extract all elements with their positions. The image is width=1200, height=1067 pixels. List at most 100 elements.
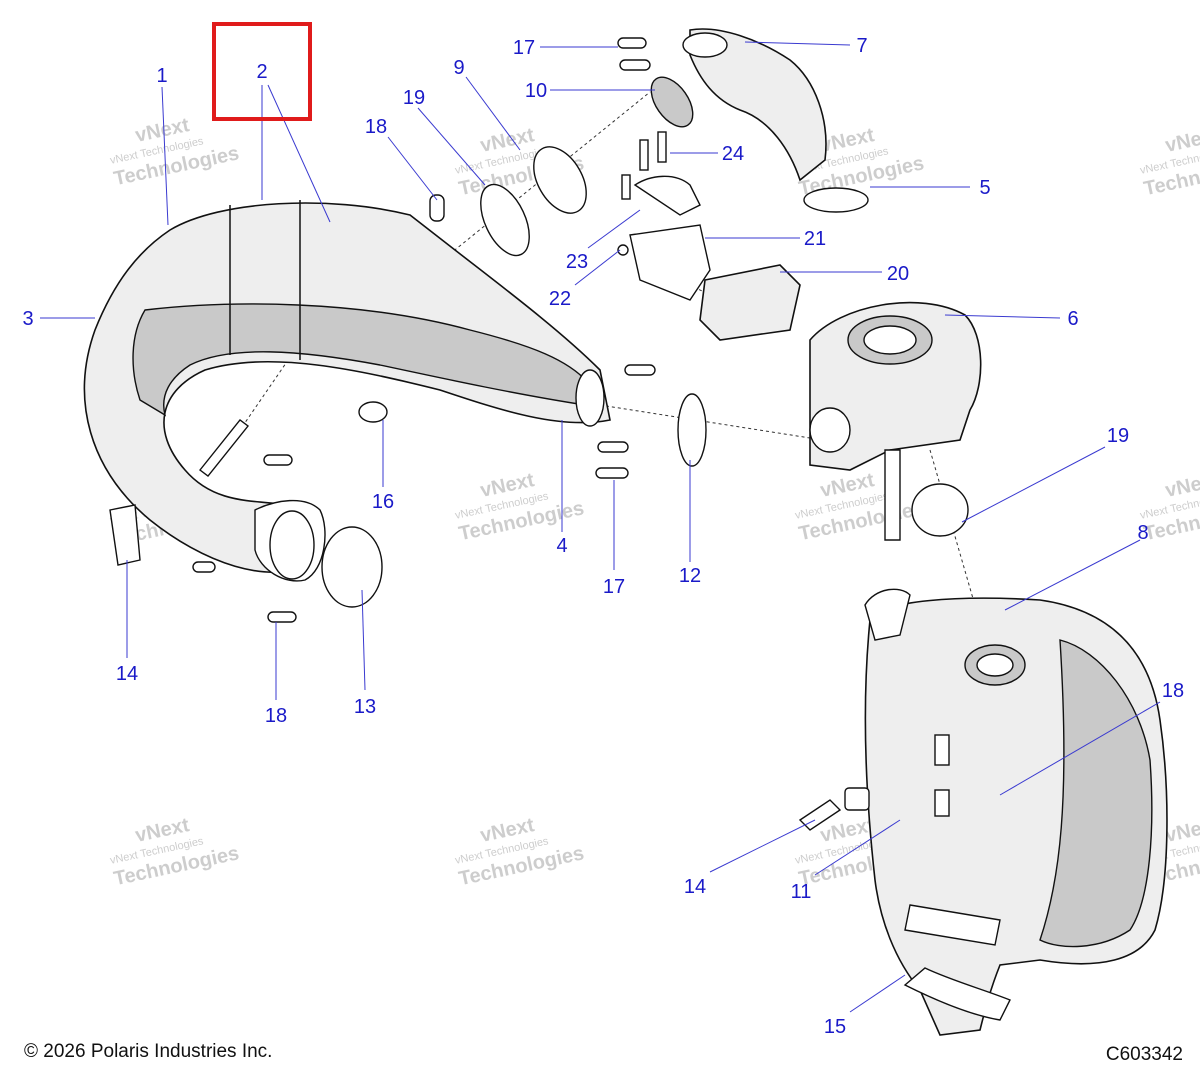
callout-1[interactable]: 1 [156,65,167,87]
callout-19[interactable]: 19 [403,87,425,109]
turbo-inlet [809,407,851,453]
callout-5[interactable]: 5 [979,177,990,199]
leader-line [387,136,438,201]
callout-10[interactable]: 10 [525,80,547,102]
leader-line [1004,539,1141,611]
muffler-bracket [904,904,1001,946]
leader-line [161,86,169,226]
svg-text:vNext: vNext [1163,124,1200,157]
callout-14[interactable]: 14 [684,876,706,898]
clamp-23-part [633,175,701,216]
elbow-body [689,28,827,182]
svg-text:vNext: vNext [1163,814,1200,847]
watermark: vNext vNext Technologies Technologies [109,814,241,890]
muffler-tube [934,789,950,817]
callout-2[interactable]: 2 [256,61,267,83]
callout-20[interactable]: 20 [887,263,909,285]
clamp-parts [321,76,969,608]
leader-line [814,819,901,876]
spring-part [619,59,651,71]
muffler-inlet-pipe [864,588,911,641]
leader-line [267,84,331,223]
leader-line [961,446,1106,523]
leader-line [944,314,1061,319]
leader-line [709,819,816,873]
pipe-inlet-ring [575,369,605,427]
sensor-connector [109,504,141,566]
callout-11[interactable]: 11 [791,881,812,903]
plug-part [358,401,388,423]
callout-14[interactable]: 14 [116,663,138,685]
bracket-21-part [629,224,711,301]
callout-6[interactable]: 6 [1067,308,1078,330]
bolt-part [621,174,631,200]
leader-line [849,974,906,1013]
sensor-probe [199,419,249,477]
flange-9-part [533,146,587,214]
callout-17[interactable]: 17 [603,576,625,598]
leader-lines [40,41,1161,1013]
spring-part [192,561,216,573]
callout-3[interactable]: 3 [22,308,33,330]
spring-part [263,454,293,466]
leader-line [999,701,1161,796]
copyright-text: © 2026 Polaris Industries Inc. [24,1041,272,1062]
muffler-8-part [798,588,1168,1036]
watermark: vNext vNext Technologies Technologies [794,469,926,545]
callout-4[interactable]: 4 [556,535,567,557]
callout-24[interactable]: 24 [722,143,744,165]
callout-15[interactable]: 15 [824,1016,846,1038]
callout-19[interactable]: 19 [1107,425,1129,447]
callout-13[interactable]: 13 [354,696,376,718]
leader-line [587,209,641,249]
callout-9[interactable]: 9 [453,57,464,79]
callout-17[interactable]: 17 [513,37,535,59]
turbo-outlet-bore [863,325,917,355]
figure-code: C603342 [1106,1044,1183,1065]
spring-part [617,37,647,49]
leader-line [361,589,366,691]
spring-part [267,611,297,623]
elbow-7-part [682,28,827,182]
clamp-19-part [480,183,530,257]
muffler-port-bore [976,653,1014,677]
callout-21[interactable]: 21 [804,228,826,250]
watermark: vNext vNext Technologies Technologies [1139,124,1200,200]
spring-part [597,441,629,453]
bolt-part [657,131,667,163]
callout-22[interactable]: 22 [549,288,571,310]
heat-shield-15-part [903,967,1011,1021]
svg-text:vNext: vNext [1163,469,1200,502]
callout-8[interactable]: 8 [1137,522,1148,544]
nut-part [617,244,629,256]
exhaust-pipe-shading [132,303,591,417]
muffler-shading [1039,639,1153,948]
callout-18[interactable]: 18 [1162,680,1184,702]
gasket-10-part [650,76,694,128]
bolt-part [639,139,649,171]
ring-12-part [677,393,707,467]
leader-line [574,249,621,286]
highlight-box [212,22,312,121]
exhaust-pipe-part [83,200,611,582]
actuator-20-part [699,264,801,341]
sensor-plug-part [844,787,870,811]
callout-23[interactable]: 23 [566,251,588,273]
ring-13-part [321,526,383,608]
callout-labels: 1 2 3 4 5 6 7 8 9 10 11 12 13 14 14 15 1… [22,35,1184,1038]
callout-7[interactable]: 7 [856,35,867,57]
callout-16[interactable]: 16 [372,491,394,513]
spring-part [624,364,656,376]
turbo-sensor [884,449,901,541]
actuator-parts [629,224,801,341]
watermark: vNext vNext Technologies Technologies [454,469,586,545]
leader-line [744,41,851,46]
exhaust-pipe-body [83,202,611,573]
spring-part [595,467,629,479]
callout-12[interactable]: 12 [679,565,701,587]
callout-18[interactable]: 18 [265,705,287,727]
callout-18[interactable]: 18 [365,116,387,138]
elbow-opening [682,32,728,58]
